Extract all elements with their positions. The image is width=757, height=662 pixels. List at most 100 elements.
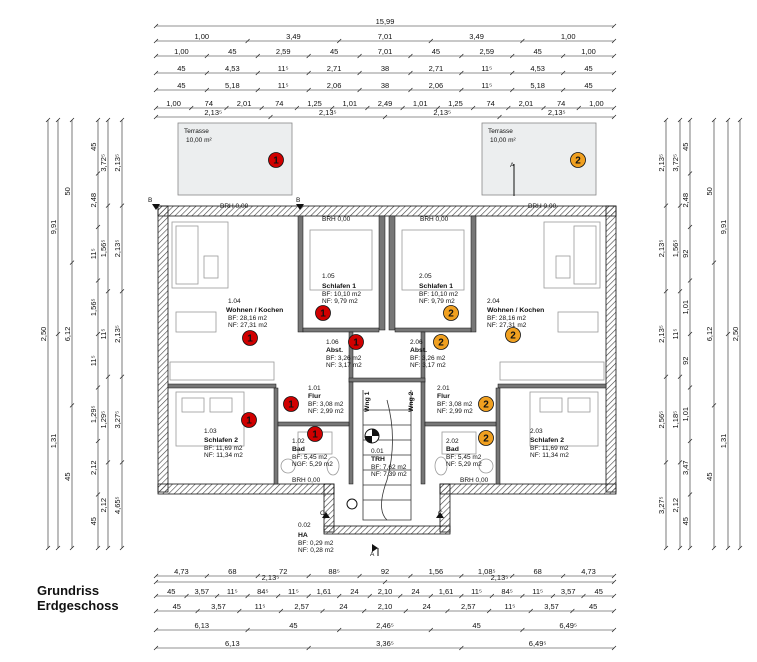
dimension-tick — [55, 117, 61, 123]
dimension-label: 45 — [681, 517, 690, 525]
unit-marker — [348, 334, 364, 350]
dimension-tick — [509, 87, 515, 93]
dimension-label: 6,12 — [705, 327, 714, 342]
dimension-label: 2,50 — [39, 327, 48, 342]
dimension-label: 11⁵ — [471, 587, 482, 596]
dimension-tick — [45, 545, 51, 551]
dimension-tick — [408, 573, 413, 579]
unit-marker-label: 1 — [288, 400, 294, 411]
room-nf: NF: 11,34 m2 — [204, 452, 243, 459]
dimension-label: 74 — [205, 99, 213, 108]
dimension-tick — [687, 492, 693, 497]
dimension-tick — [509, 573, 515, 579]
brh-label: BRH 0,00 — [528, 203, 557, 210]
room-nf: NGF: 5,29 m2 — [292, 461, 333, 468]
dimension-label: 1,56 — [429, 567, 444, 576]
dimension-tick — [153, 114, 159, 120]
dimension-tick — [195, 608, 200, 614]
dimension-tick — [204, 53, 210, 59]
dimension-label: 24 — [422, 602, 430, 611]
dimension-tick — [687, 224, 693, 230]
dimension-label: 11⁵ — [671, 329, 680, 340]
dimension-tick — [611, 53, 617, 59]
dimension-label: 2,13⁵ — [113, 154, 122, 172]
room-nf: NF: 9,79 m2 — [419, 298, 455, 305]
dimension-label: 7,01 — [378, 47, 393, 56]
dimension-label: 2,13⁵ — [657, 154, 666, 172]
dimension-label: 3,57 — [211, 602, 226, 611]
dimension-tick — [725, 117, 731, 123]
dimension-tick — [459, 70, 464, 76]
dimension-label: 11⁵ — [227, 587, 238, 596]
unit-marker-label: 2 — [448, 309, 454, 320]
dimension-label: 1,00 — [561, 32, 576, 41]
dimension-label: 2,56⁵ — [657, 411, 666, 429]
dimension-tick — [489, 593, 495, 599]
dimension-tick — [581, 593, 586, 599]
dimension-tick — [105, 117, 111, 123]
room-number: 2.02 — [446, 438, 459, 445]
dimension-tick — [237, 608, 242, 614]
room-number: 0.01 — [371, 448, 384, 455]
dimension-tick — [382, 114, 388, 120]
dimension-tick — [687, 171, 693, 176]
dimension-label: 2,59 — [276, 47, 291, 56]
dimension-tick — [663, 203, 669, 208]
dimension-label: 2,12 — [671, 498, 680, 513]
dimension-label: 74 — [557, 99, 565, 108]
unit-marker — [315, 305, 331, 321]
plan-title-line-1: Grundriss — [37, 583, 100, 598]
section-b-left: B — [148, 197, 152, 204]
unit-marker — [242, 330, 258, 346]
dimension-tick — [255, 87, 261, 93]
dimension-label: 2,13⁵ — [548, 108, 566, 117]
room-name: Abst. — [410, 347, 427, 354]
dimension-tick — [570, 608, 575, 614]
dimension-tick — [520, 38, 525, 44]
dimension-label: 1,00 — [166, 99, 181, 108]
room-nf: NF: 27,31 m2 — [228, 322, 268, 329]
dimension-label: 3,57 — [561, 587, 576, 596]
dimension-label: 1,00 — [174, 47, 189, 56]
dimension-tick — [153, 627, 159, 633]
dimension-label: 2,13⁵ — [433, 108, 451, 117]
dimension-label: 45 — [432, 47, 440, 56]
ha-symbol-icon — [346, 498, 358, 510]
room-bf: BF: 10,10 m2 — [419, 291, 458, 298]
dimension-label: 3,49 — [286, 32, 301, 41]
room-name: Bad — [446, 446, 459, 453]
dimension-tick — [677, 117, 683, 123]
dimension-label: 2,13⁵ — [319, 108, 337, 117]
dimension-tick — [357, 87, 362, 93]
dimension-label: 45 — [595, 587, 603, 596]
dimension-label: 2,57 — [294, 602, 309, 611]
dimension-tick — [687, 545, 693, 551]
room-name: Schlafen 1 — [419, 283, 453, 290]
dimension-label: 1,56⁵ — [671, 240, 680, 258]
dimension-label: 2,06 — [429, 81, 444, 90]
dimension-label: 1,31 — [719, 434, 728, 449]
dimension-tick — [725, 331, 731, 337]
dimension-tick — [153, 593, 159, 599]
dimension-tick — [153, 53, 159, 59]
dimension-label: 2,10 — [378, 587, 393, 596]
room-name: Wohnen / Kochen — [226, 307, 283, 314]
dimension-label: 6,12 — [63, 327, 72, 342]
unit-marker — [433, 334, 449, 350]
dimension-tick — [69, 545, 75, 551]
dimension-label: 2,13⁵ — [491, 573, 509, 582]
dimension-tick — [611, 593, 617, 599]
unit-marker-label: 2 — [510, 331, 516, 342]
dimension-tick — [560, 573, 566, 579]
section-c-left: C — [320, 510, 325, 517]
dimension-tick — [408, 70, 413, 76]
unit-marker — [268, 152, 284, 168]
room-name: TRH — [371, 456, 385, 463]
dimension-tick — [95, 331, 101, 337]
room-bf: BF: 3,26 m2 — [410, 355, 446, 362]
dimension-label: 45 — [330, 47, 338, 56]
dimension-tick — [69, 117, 75, 123]
dimension-label: 7,01 — [378, 32, 393, 41]
